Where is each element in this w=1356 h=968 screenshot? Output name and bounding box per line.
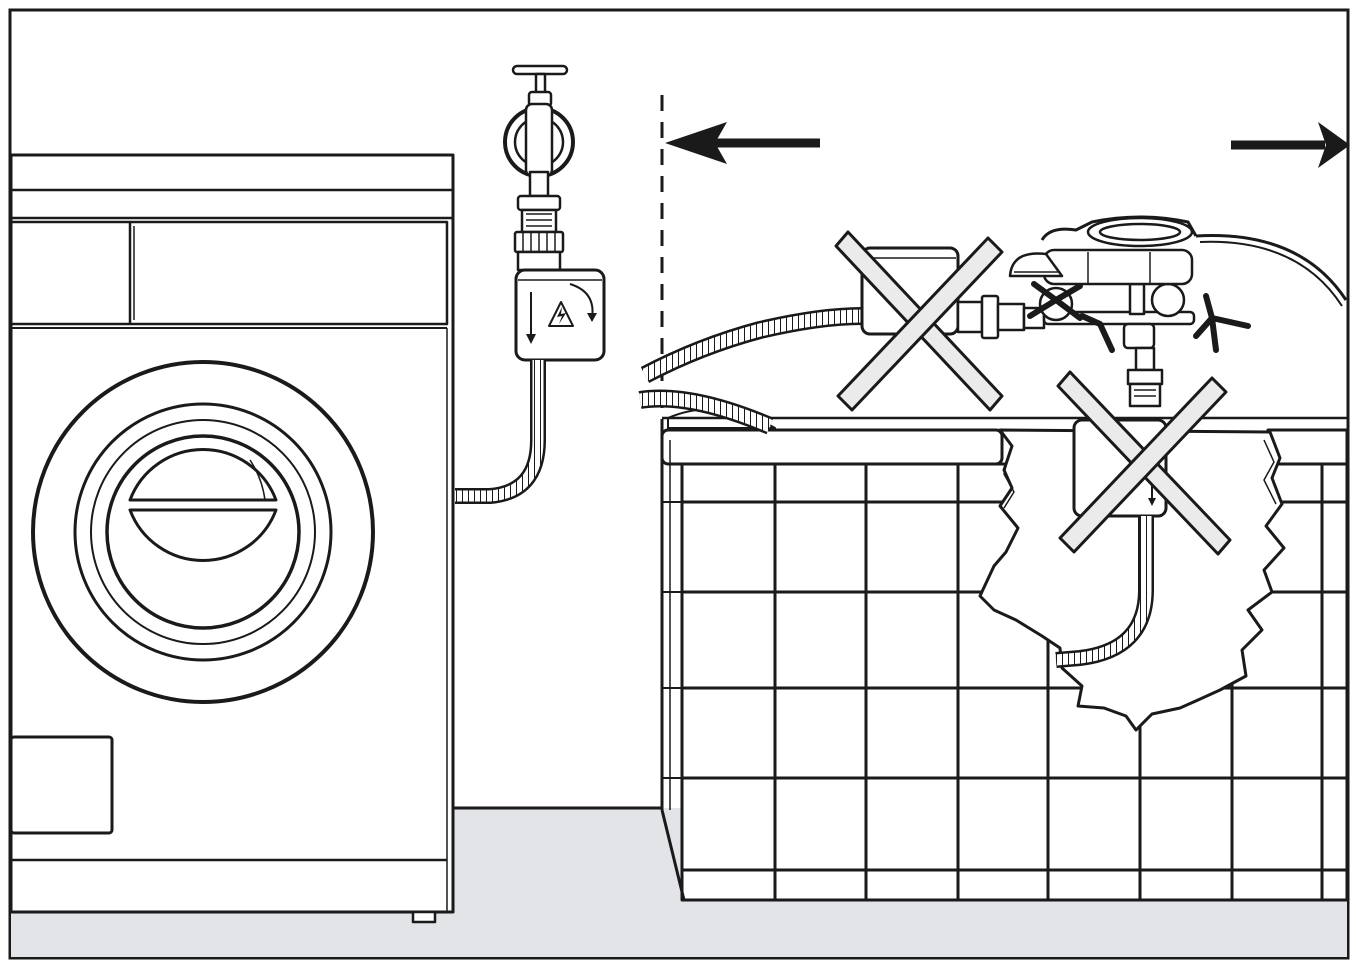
arrow-icon [1231,122,1350,168]
safety-valve-box [514,268,606,362]
hidden-inlet-hose [1055,516,1154,668]
machine-foot [411,910,437,924]
bath-mixer-tap [956,215,1348,408]
control-panel [9,220,449,326]
service-flap [9,735,114,835]
drain-hose [638,389,774,435]
cross-mark-icon [1056,370,1232,556]
hidden-safety-valve-box [1072,418,1168,518]
water-tap [503,64,575,272]
washing-machine [9,153,455,924]
cross-mark-icon [834,230,1004,412]
machine-door [31,360,375,704]
inlet-hose [455,360,546,504]
cutaway-opening [978,428,1286,732]
arrow-icon [665,122,820,164]
incorrect-inlet-hose [640,307,863,383]
bathtub [660,408,1349,902]
lightning-warning-icon [548,301,574,327]
